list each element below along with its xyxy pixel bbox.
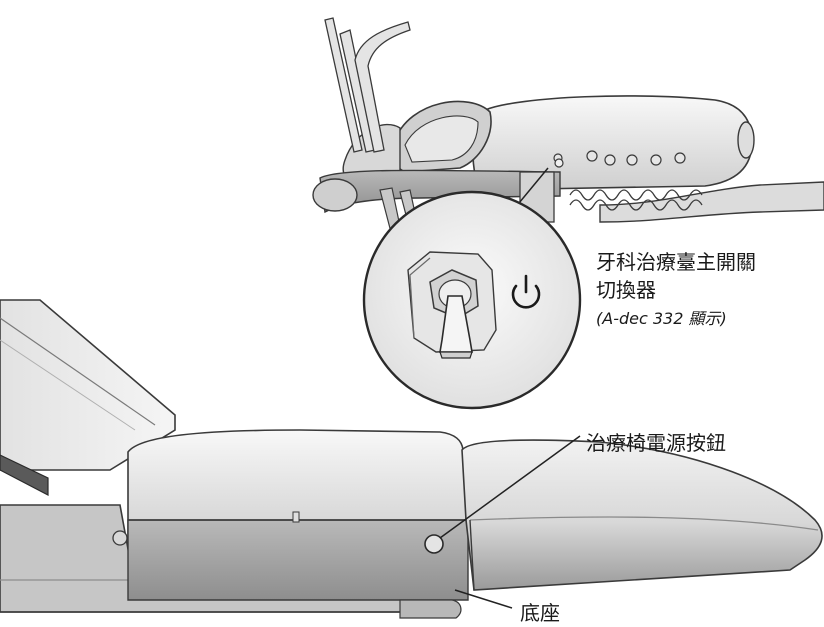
power-button-leader-line — [439, 435, 581, 539]
coiled-hose — [569, 189, 703, 201]
dental-chair — [0, 299, 823, 619]
base-label: 底座 — [520, 601, 560, 625]
chair-power-button-label: 治療椅電源按鈕 — [586, 431, 726, 455]
base-plate — [399, 599, 462, 619]
leg-rest — [461, 439, 823, 591]
screw — [112, 530, 128, 546]
master-switch-label-line2: 切換器 — [596, 278, 656, 302]
delivery-unit — [312, 17, 824, 239]
rear-knob — [737, 121, 755, 159]
handpiece — [354, 21, 411, 153]
model-note: (A-dec 332 顯示) — [596, 309, 727, 328]
seat-side — [127, 519, 469, 601]
base-leader-line — [454, 589, 513, 609]
master-switch-location — [554, 158, 564, 168]
chair-power-button — [424, 534, 444, 554]
power-icon — [511, 274, 541, 309]
seat — [127, 429, 469, 546]
handpiece — [324, 17, 363, 153]
master-switch-zoom — [362, 167, 582, 410]
master-switch-label: 牙科治療臺主開關 — [596, 250, 756, 274]
